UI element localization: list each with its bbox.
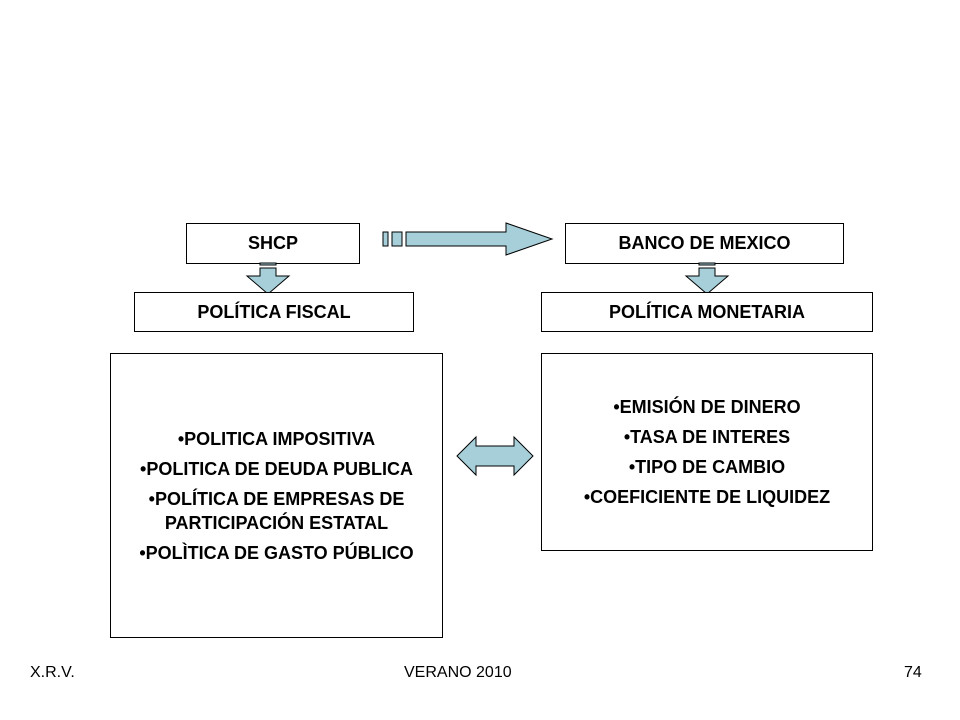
shcp-box: SHCP — [186, 223, 360, 264]
list-item: EMISIÓN DE DINERO — [613, 395, 801, 419]
down-arrow-icon-monetaria — [684, 262, 730, 295]
footer-author: X.R.V. — [30, 664, 75, 681]
striped-right-arrow-icon — [382, 222, 554, 256]
down-arrow-icon-fiscal — [245, 262, 291, 295]
shcp-label: SHCP — [247, 233, 298, 253]
banco-de-mexico-box: BANCO DE MEXICO — [565, 223, 844, 264]
double-arrow-icon — [456, 435, 534, 477]
list-item: POLITICA DE DEUDA PUBLICA — [140, 457, 413, 481]
politica-monetaria-label: POLÍTICA MONETARIA — [609, 301, 805, 322]
list-item: COEFICIENTE DE LIQUIDEZ — [584, 485, 830, 509]
list-item: POLÌTICA DE GASTO PÚBLICO — [139, 541, 414, 565]
monetary-policy-list: EMISIÓN DE DINERO TASA DE INTERES TIPO D… — [541, 353, 873, 551]
list-item: TASA DE INTERES — [624, 425, 790, 449]
politica-fiscal-box: POLÍTICA FISCAL — [134, 292, 414, 332]
list-item: POLITICA IMPOSITIVA — [178, 427, 375, 451]
list-item: TIPO DE CAMBIO — [629, 455, 785, 479]
footer-term: VERANO 2010 — [404, 664, 512, 681]
politica-fiscal-label: POLÍTICA FISCAL — [197, 301, 351, 322]
footer-page-number: 74 — [904, 664, 922, 681]
politica-monetaria-box: POLÍTICA MONETARIA — [541, 292, 873, 332]
list-item: POLÍTICA DE EMPRESAS DE PARTICIPACIÓN ES… — [121, 487, 432, 535]
fiscal-policy-list: POLITICA IMPOSITIVA POLITICA DE DEUDA PU… — [110, 353, 443, 638]
banco-de-mexico-label: BANCO DE MEXICO — [618, 233, 791, 253]
